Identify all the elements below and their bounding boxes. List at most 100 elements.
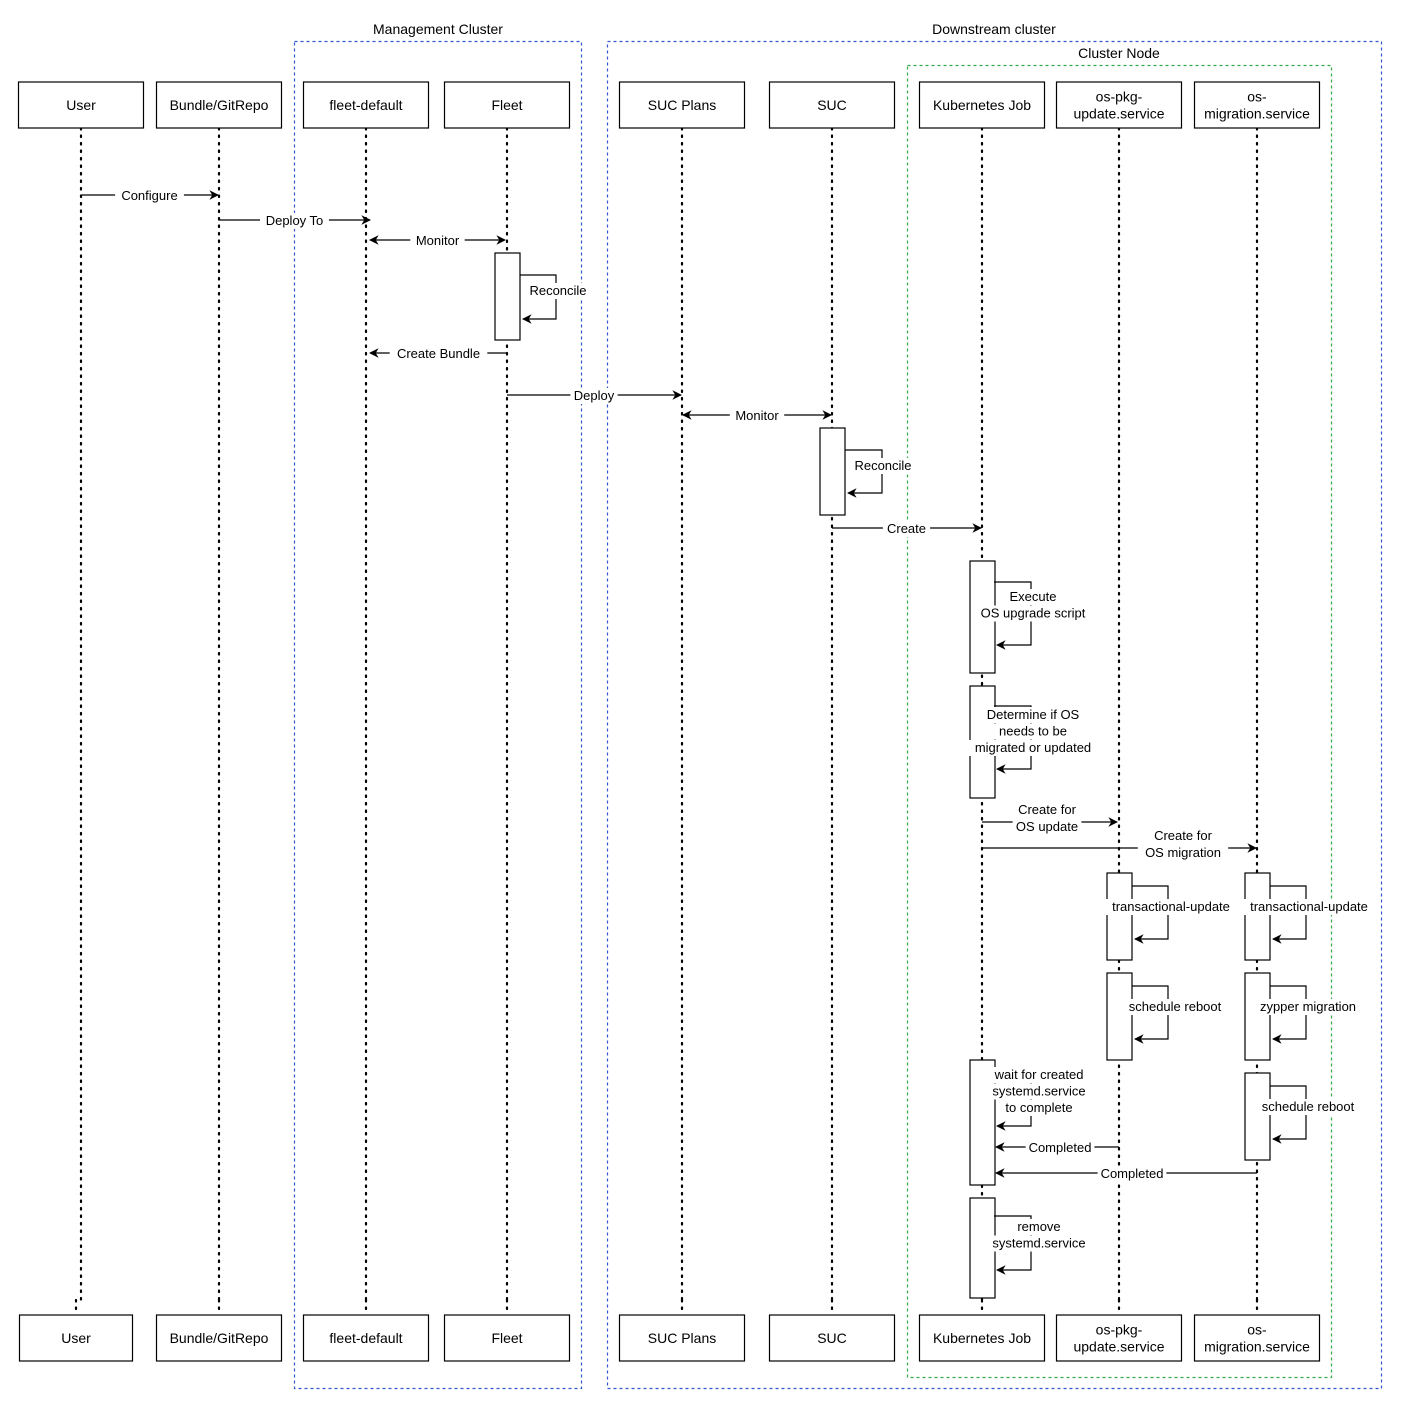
participant-label: Bundle/GitRepo	[170, 1330, 269, 1346]
participant-top-suc_plans: SUC Plans	[618, 81, 746, 129]
label-bg	[984, 1083, 1094, 1100]
participant-label: Fleet	[491, 97, 522, 113]
participant-label: fleet-default	[329, 97, 402, 113]
participant-box	[302, 81, 430, 129]
message-os_mig-to-os_mig: zypper migration	[1250, 985, 1366, 1044]
participant-box	[918, 81, 1046, 129]
participant-bottom-suc: SUC	[768, 1314, 896, 1362]
message-suc-to-suc: Reconcile	[845, 449, 917, 498]
activation-os_pkg	[1106, 872, 1133, 961]
participant-box	[1193, 81, 1321, 129]
management-cluster-frame	[293, 40, 583, 1390]
participant-box	[768, 1314, 896, 1362]
participant-bottom-fleet: Fleet	[443, 1314, 571, 1362]
message-suc_plans-to-suc: Monitor	[682, 408, 832, 424]
label-bg	[964, 740, 1102, 756]
participant-label: SUC Plans	[648, 1330, 716, 1346]
participant-top-k8s_job: Kubernetes Job	[918, 81, 1046, 129]
participant-box	[618, 81, 746, 129]
participant-bottom-os_mig: os-migration.service	[1193, 1314, 1321, 1362]
message-label: schedule reboot	[1129, 999, 1222, 1014]
label-bg	[849, 458, 917, 474]
message-os_mig-to-k8s_job: Completed	[995, 1166, 1257, 1182]
label-bg	[1253, 1099, 1363, 1115]
label-bg	[1097, 1166, 1167, 1182]
participant-box	[1055, 1314, 1183, 1362]
participant-label: SUC Plans	[648, 97, 716, 113]
message-label: Monitor	[416, 233, 460, 248]
participant-boxes: UserUserBundle/GitRepoBundle/GitRepoflee…	[17, 81, 1321, 1362]
participant-bottom-bundle: Bundle/GitRepo	[155, 1314, 283, 1362]
label-bg	[882, 521, 931, 537]
label-bg	[1237, 899, 1381, 915]
participant-label: Fleet	[491, 1330, 522, 1346]
participant-label: Kubernetes Job	[933, 1330, 1031, 1346]
label-bg	[978, 707, 1088, 723]
lifelines	[74, 126, 1259, 1317]
label-bg	[524, 283, 592, 299]
message-label: transactional-update	[1250, 899, 1368, 914]
message-suc-to-k8s_job: Create	[832, 521, 982, 537]
participant-box	[618, 1314, 746, 1362]
message-label: transactional-update	[1112, 899, 1230, 914]
activation-suc	[819, 427, 846, 516]
participant-box	[302, 1314, 430, 1362]
activation-fleet	[494, 252, 521, 341]
message-label: schedule reboot	[1262, 1099, 1355, 1114]
label-bg	[984, 1235, 1094, 1252]
message-label: Completed	[1029, 1140, 1092, 1155]
group-management-cluster: Management Cluster	[293, 21, 583, 1390]
message-label: Reconcile	[854, 458, 911, 473]
activation-os_mig	[1244, 872, 1271, 961]
label-bg	[1012, 819, 1082, 835]
participant-top-fleet: Fleet	[443, 81, 571, 129]
label-bg	[992, 723, 1074, 740]
label-bg	[1006, 589, 1060, 605]
label-bg	[1009, 802, 1085, 818]
participant-box	[768, 81, 896, 129]
message-fleet_default-to-fleet: Monitor	[369, 233, 506, 249]
participant-top-os_pkg: os-pkg-update.service	[1055, 81, 1183, 129]
participant-box	[17, 81, 145, 129]
participant-top-fleet_default: fleet-default	[302, 81, 430, 129]
downstream-cluster-label: Downstream cluster	[932, 21, 1056, 37]
participant-label: Bundle/GitRepo	[170, 97, 269, 113]
message-os_mig-to-os_mig: schedule reboot	[1253, 1085, 1363, 1144]
participant-box	[443, 1314, 571, 1362]
label-bg	[1250, 999, 1366, 1015]
label-bg	[1145, 828, 1221, 844]
label-bg	[971, 605, 1095, 622]
message-label: Deploy	[574, 388, 615, 403]
message-os_mig-to-os_mig: transactional-update	[1237, 885, 1381, 944]
group-cluster-node: Cluster Node	[906, 45, 1333, 1379]
message-bundle-to-fleet_default: Deploy To	[219, 213, 371, 229]
message-label: Monitor	[735, 408, 779, 423]
cluster-node-frame	[906, 64, 1333, 1379]
activation-os_mig	[1244, 972, 1271, 1061]
management-cluster-label: Management Cluster	[373, 21, 503, 37]
message-user-to-bundle: Configure	[81, 188, 219, 204]
participant-bottom-fleet_default: fleet-default	[302, 1314, 430, 1362]
message-label: Create Bundle	[397, 346, 480, 361]
label-bg	[570, 388, 618, 404]
activations	[494, 252, 1271, 1299]
message-fleet-to-fleet_default: Create Bundle	[369, 346, 507, 362]
participant-top-os_mig: os-migration.service	[1193, 81, 1321, 129]
participant-top-suc: SUC	[768, 81, 896, 129]
activation-os_pkg	[1106, 972, 1133, 1061]
label-bg	[1137, 845, 1229, 861]
participant-top-user: User	[17, 81, 145, 129]
downstream-cluster-frame	[606, 40, 1383, 1390]
label-bg	[1025, 1140, 1095, 1156]
message-os_pkg-to-os_pkg: schedule reboot	[1120, 985, 1230, 1044]
participant-box	[1193, 1314, 1321, 1362]
